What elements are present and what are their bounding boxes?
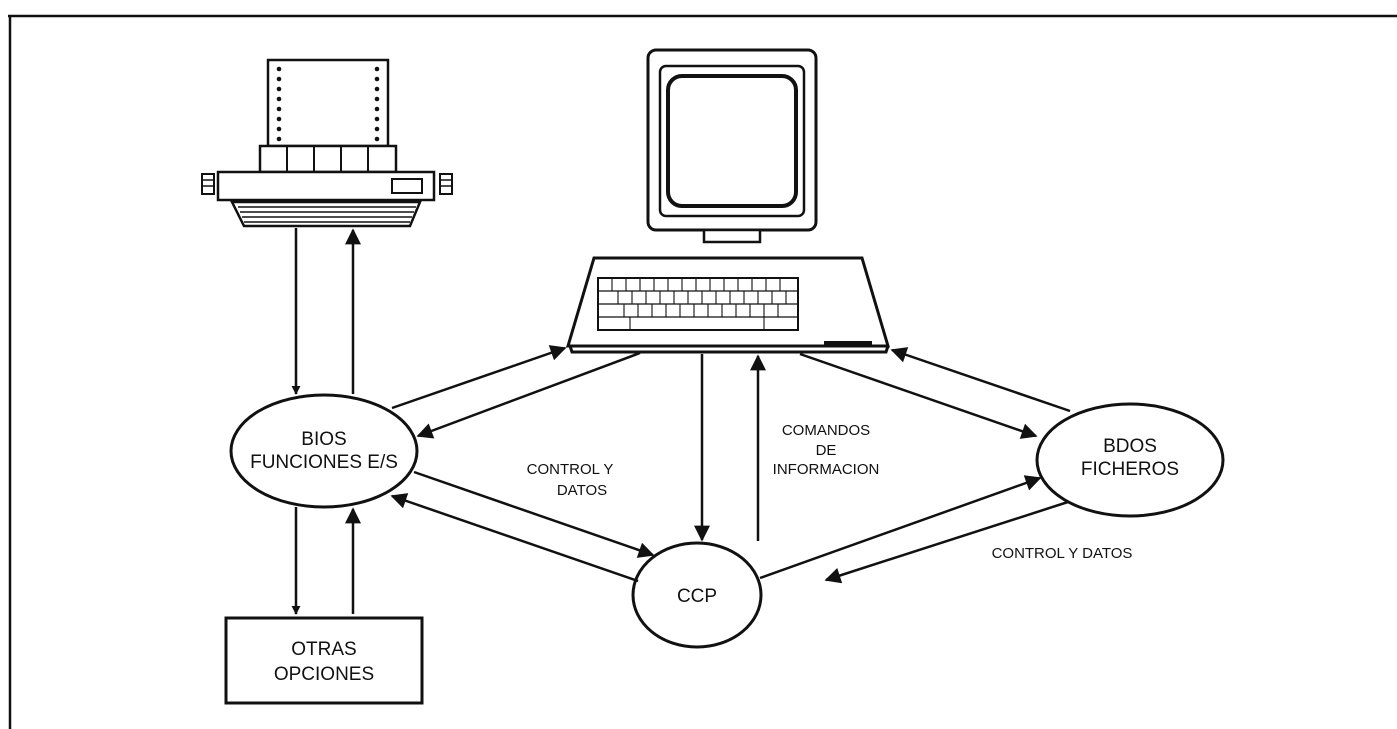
arrow-ccp-to-bdos bbox=[759, 475, 1042, 580]
computer-icon bbox=[565, 48, 891, 354]
node-bdos: BDOS FICHEROS bbox=[1035, 402, 1225, 518]
edge-label-computer-ccp: COMANDOS DE INFORMACION bbox=[773, 422, 880, 478]
node-ccp-label: CCP bbox=[677, 586, 717, 607]
node-bios: BIOS FUNCIONES E/S bbox=[229, 393, 419, 509]
node-otras-line2: OPCIONES bbox=[274, 664, 374, 685]
paper-feed-holes bbox=[276, 66, 380, 142]
arrow-bios-to-ccp bbox=[413, 470, 655, 558]
edge-computer-ccp-line1: COMANDOS bbox=[782, 422, 870, 439]
arrow-bdos-to-ccp bbox=[824, 500, 1069, 584]
arrow-bdos-to-computer bbox=[890, 347, 1071, 413]
node-otras-opciones: OTRAS OPCIONES bbox=[224, 616, 424, 705]
edge-label-bios-ccp: CONTROL Y DATOS bbox=[527, 461, 614, 499]
node-bdos-subtitle: FICHEROS bbox=[1081, 459, 1179, 480]
arrow-bios-to-computer bbox=[391, 345, 567, 410]
arrow-computer-to-bios bbox=[416, 351, 641, 439]
arrow-ccp-to-bios bbox=[390, 493, 639, 583]
node-otras-line1: OTRAS bbox=[291, 639, 356, 660]
edge-bios-ccp-line2: DATOS bbox=[557, 482, 607, 499]
node-bdos-title: BDOS bbox=[1103, 436, 1157, 457]
arrow-computer-to-bdos bbox=[799, 352, 1038, 439]
printer-icon bbox=[201, 58, 453, 228]
edge-computer-ccp-line2: DE bbox=[816, 442, 837, 459]
node-bios-subtitle: FUNCIONES E/S bbox=[250, 452, 398, 473]
edge-computer-ccp-line3: INFORMACION bbox=[773, 461, 880, 478]
node-bios-title: BIOS bbox=[301, 429, 346, 450]
edge-label-bdos-ccp: CONTROL Y DATOS bbox=[992, 545, 1133, 562]
arrows bbox=[291, 228, 1071, 615]
frame bbox=[8, 14, 1397, 729]
edge-bios-ccp-line1: CONTROL Y bbox=[527, 461, 614, 478]
edge-bdos-ccp-label: CONTROL Y DATOS bbox=[992, 545, 1133, 562]
keyboard-keys bbox=[611, 278, 787, 330]
node-ccp: CCP bbox=[631, 541, 763, 649]
